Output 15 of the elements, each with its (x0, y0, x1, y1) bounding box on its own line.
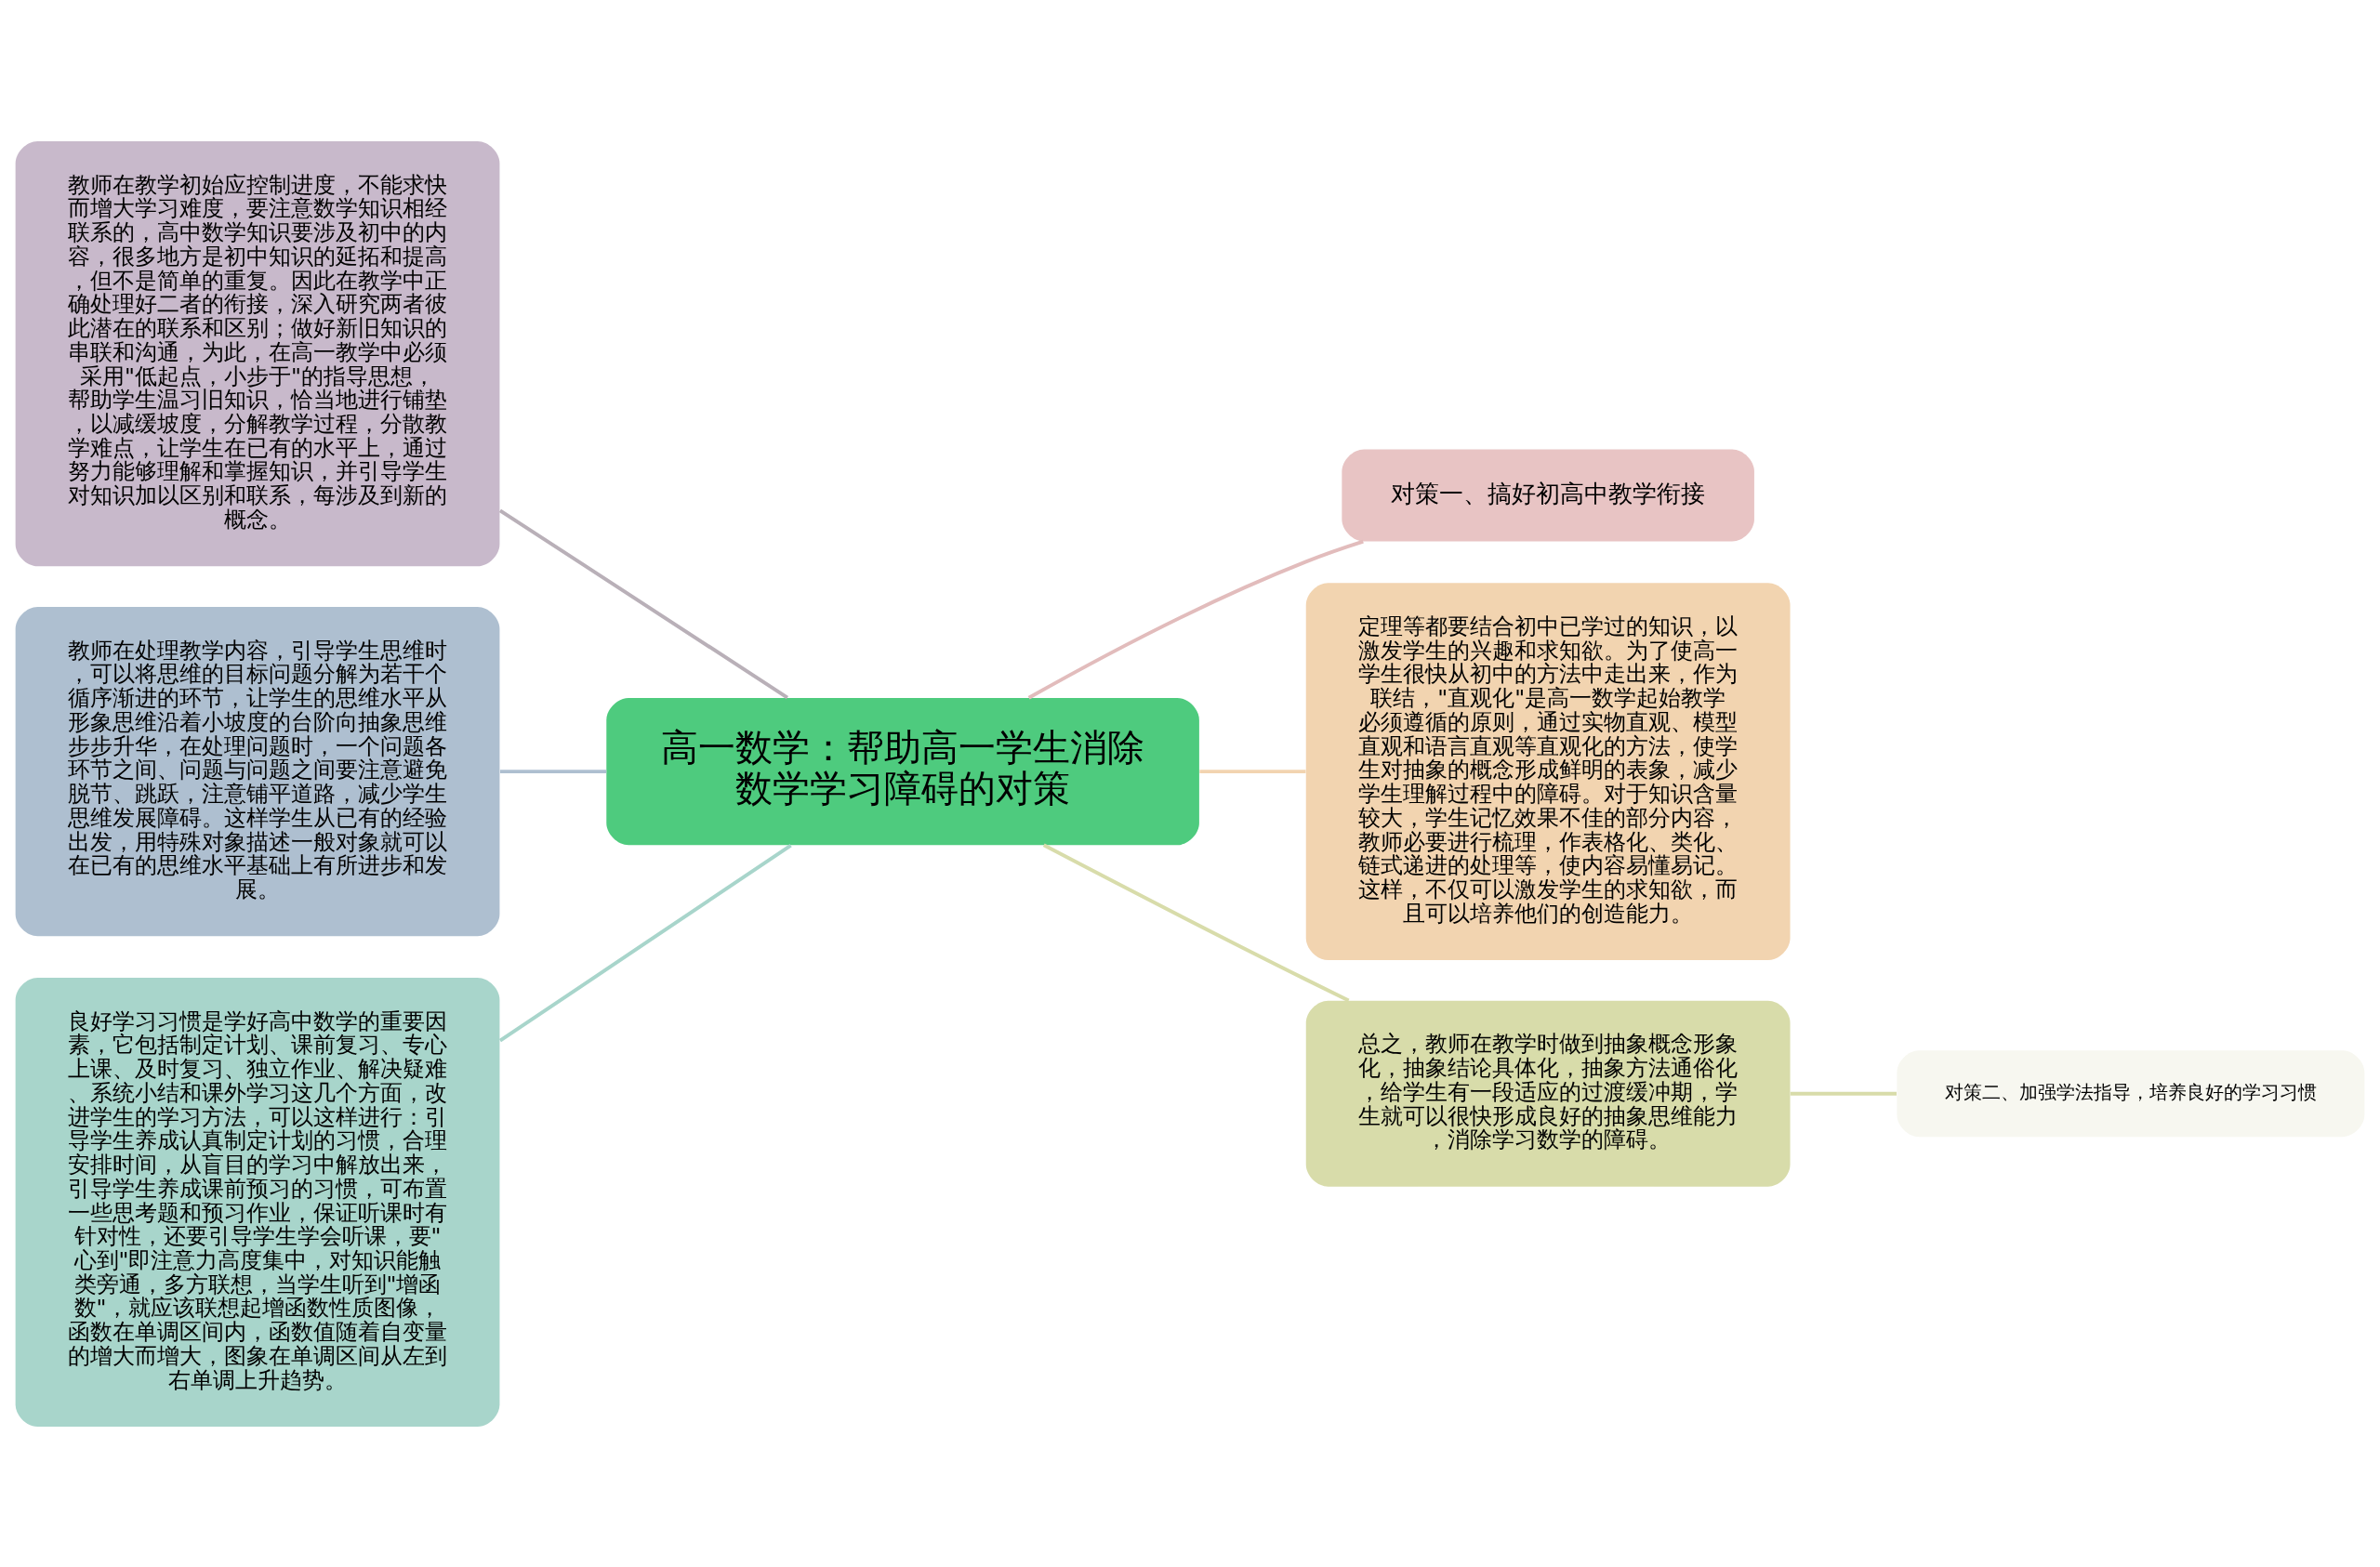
node-box: 高一数学：帮助高一学生消除数学学习障碍的对策 (606, 697, 1199, 845)
node-box: 定理等都要结合初中已学过的知识，以激发学生的兴趣和求知欲。为了使高一学生很快从初中的方法中走出来，作为联结，"直观化"是高一数学起始教学必须遵循的原则，通过实物直观、模型直观和语言直观等直观化的方法，使学生对抽象的概念形成鲜明的表象，减少学生理解过程中的障碍。对于知识含量较大，学生记忆效果不佳的部分内容，教师必要进行梳理，作表格化、类化、链式递进的处理等，使内容易懂易记。这样，不仅可以激发学生的求知欲，而且可以培养他们的创造能力。 (1305, 582, 1791, 960)
node-box: 总之，教师在教学时做到抽象概念形象化，抽象结论具体化，抽象方法通俗化，给学生有一段适应的过渡缓冲期，学生就可以很快形成良好的抽象思维能力，消除学习数学的障碍。 (1305, 1000, 1791, 1187)
node-box: 教师在处理教学内容，引导学生思维时，可以将思维的目标问题分解为若干个循序渐进的环节，让学生的思维水平从形象思维沿着小坡度的台阶向抽象思维步步升华，在处理问题时，一个问题各环节之间、问题与问题之间要注意避免脱节、跳跃，注意铺平道路，减少学生思维发展障碍。这样学生从已有的经验出发，用特殊对象描述一般对象就可以在已有的思维水平基础上有所进步和发展。 (15, 606, 500, 936)
node-box: 良好学习习惯是学好高中数学的重要因素，它包括制定计划、课前复习、专心上课、及时复习、独立作业、解决疑难、系统小结和课外学习这几个方面，改进学生的学习方法，可以这样进行：引导学生养成认真制定计划的习惯，合理安排时间，从盲目的学习中解放出来，引导学生养成课前预习的习惯，可布置一些思考题和预习作业，保证听课时有针对性，还要引导学生学会听课，要"心到"即注意力高度集中，对知识能触类旁通，多方联想，当学生听到"增函数"，就应该联想起增函数性质图像，函数在单调区间内，函数值随着自变量的增大而增大，图象在单调区间从左到右单调上升趋势。 (15, 977, 500, 1427)
connector (1199, 769, 1306, 773)
connector (499, 769, 607, 773)
connector (1027, 539, 1364, 700)
connector (498, 508, 789, 699)
node-box: 对策二、加强学法指导，培养良好的学习习惯 (1897, 1049, 2365, 1137)
connector (498, 843, 792, 1042)
node-box: 教师在教学初始应控制进度，不能求快而增大学习难度，要注意数学知识相经联系的，高中数学知识要涉及初中的内容，很多地方是初中知识的延拓和提高，但不是简单的重复。因此在教学中正确处理好二者的衔接，深入研究两者彼此潜在的联系和区别；做好新旧知识的串联和沟通，为此，在高一教学中必须采用"低起点，小步于"的指导思想，帮助学生温习旧知识，恰当地进行铺垫，以减缓坡度，分解教学过程，分散教学难点，让学生在已有的水平上，通过努力能够理解和掌握知识，并引导学生对知识加以区别和联系，每涉及到新的概念。 (15, 140, 500, 566)
connector (1790, 1091, 1897, 1096)
connector (1042, 843, 1350, 1002)
node-box: 对策一、搞好初高中教学衔接 (1342, 449, 1754, 542)
